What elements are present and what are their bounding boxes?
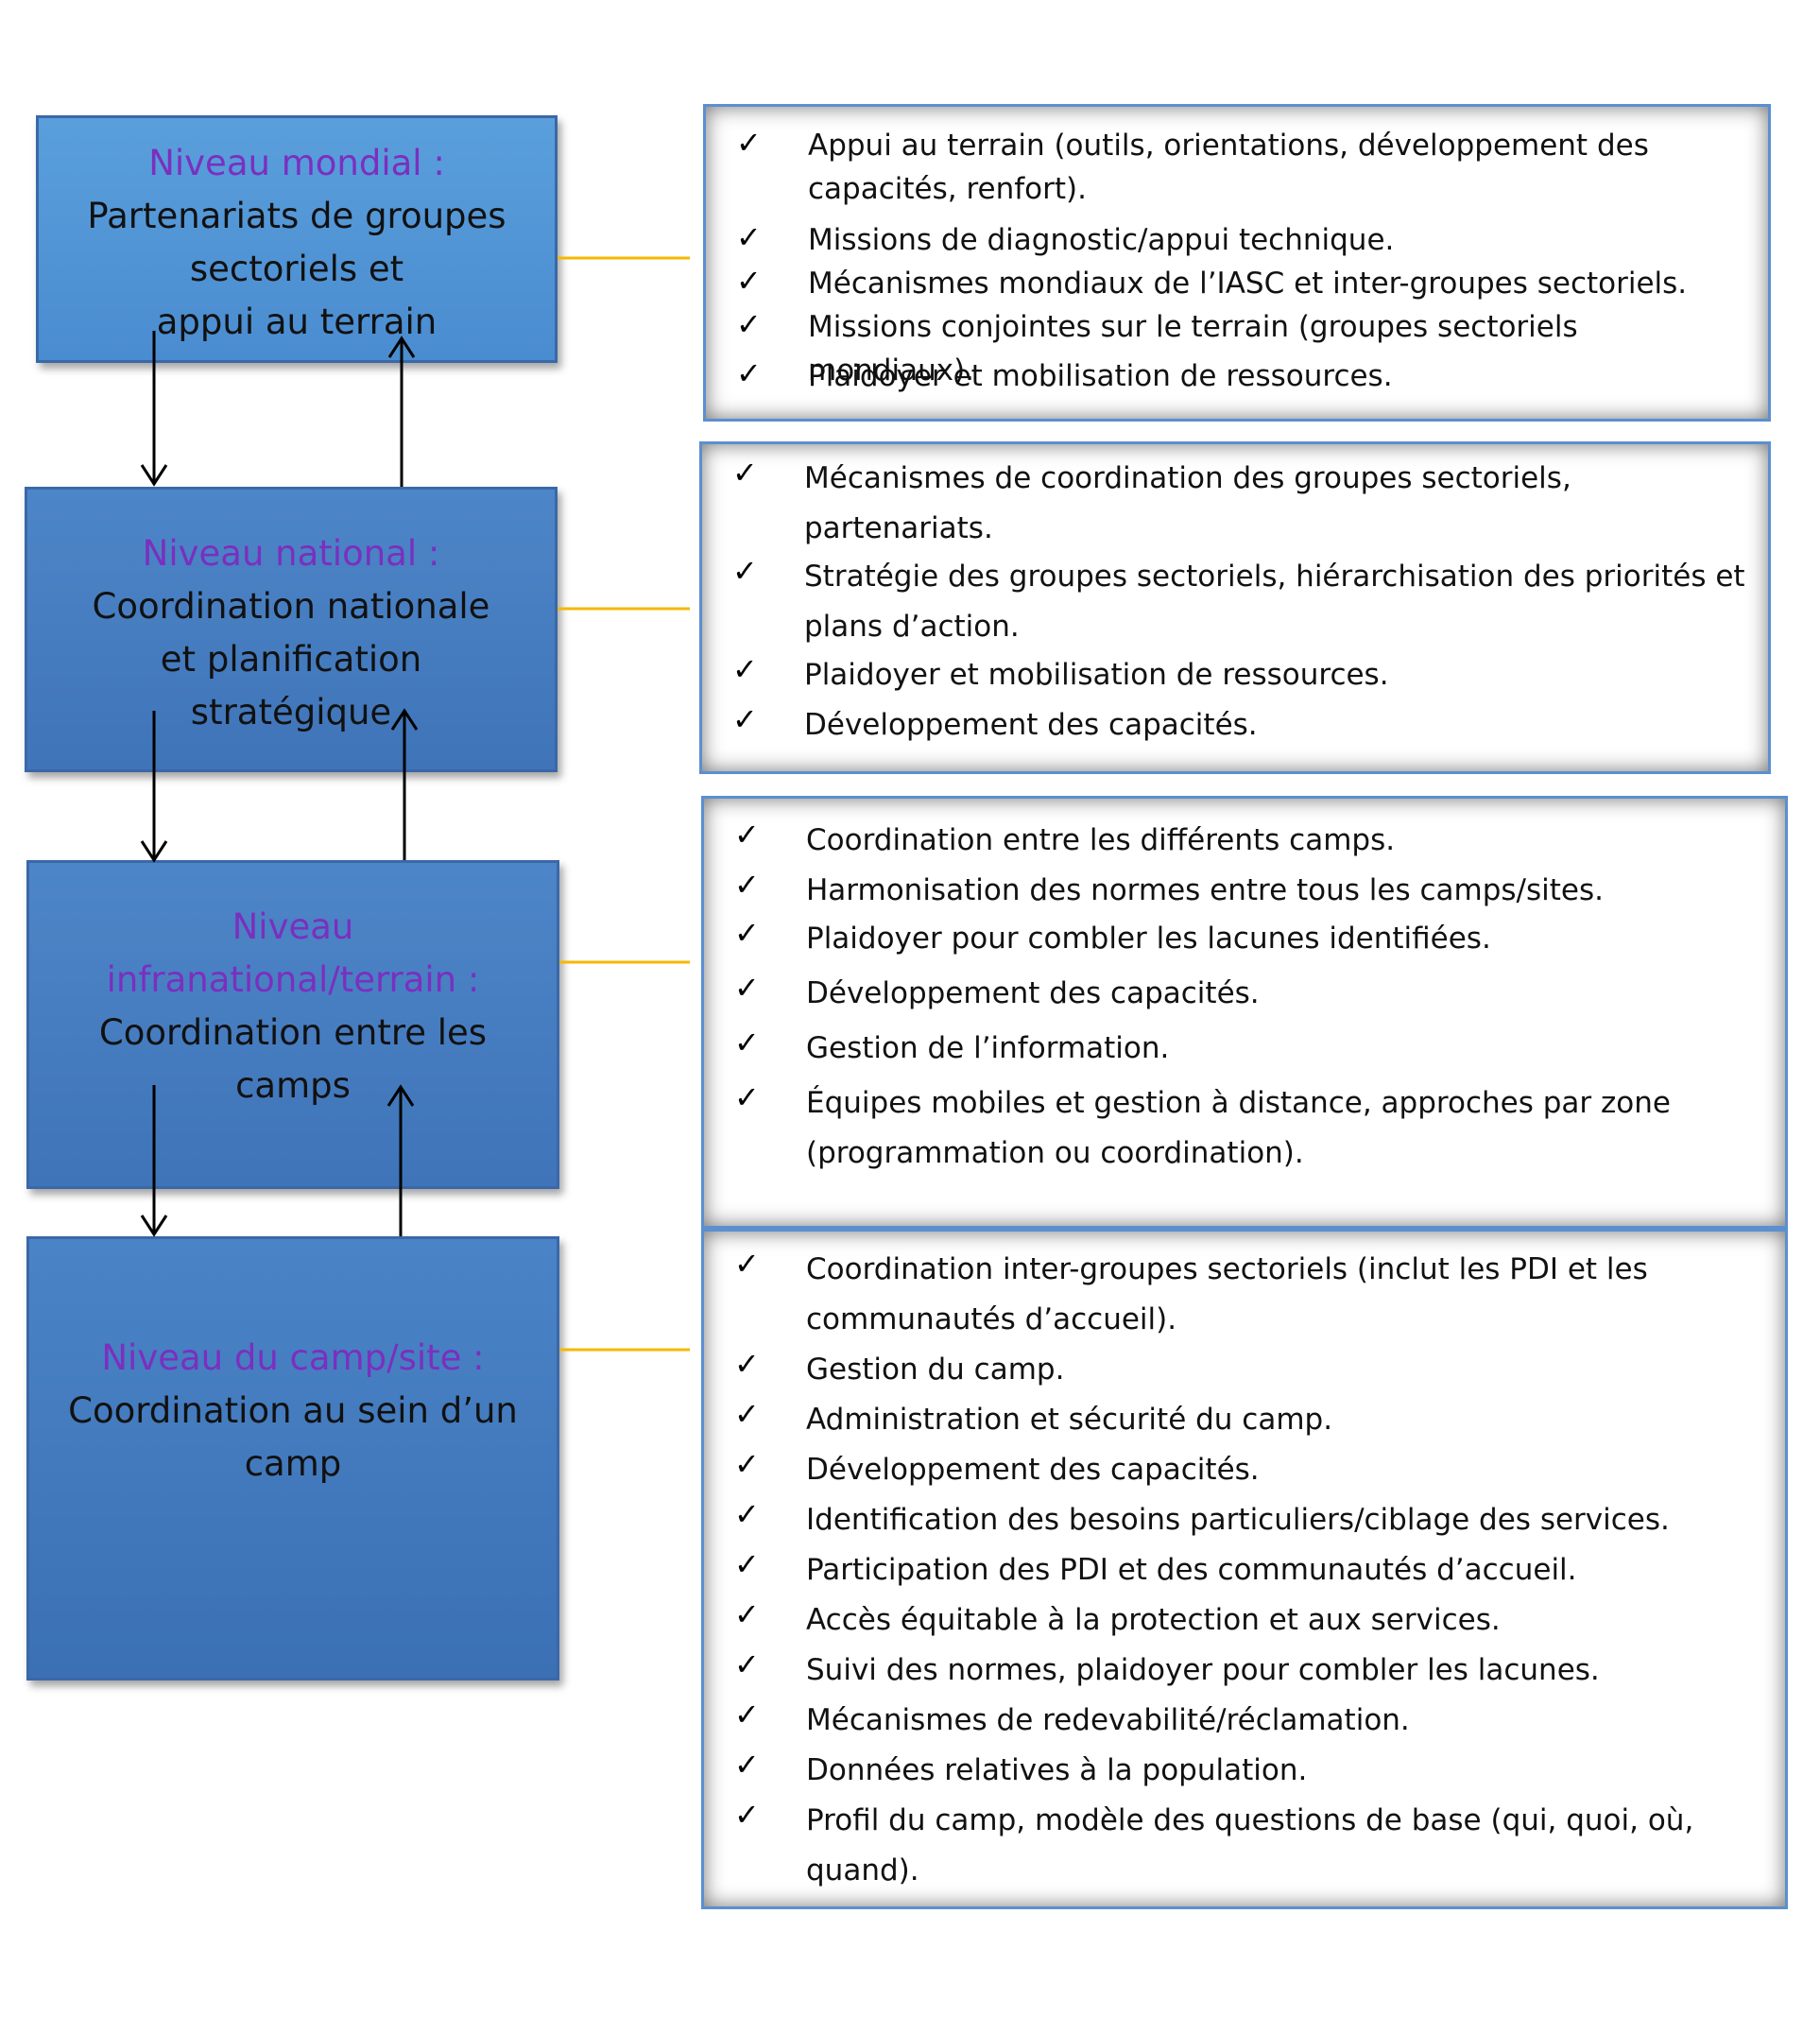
check-icon: ✓	[734, 1697, 760, 1732]
check-icon: ✓	[736, 306, 762, 342]
level-desc-line: sectoriels et	[189, 249, 404, 289]
level-title-line: infranational/terrain :	[106, 959, 480, 1000]
activities-panel-national: ✓ Mécanismes de coordination des groupes…	[699, 441, 1771, 774]
item-line: Administration et sécurité du camp.	[806, 1403, 1333, 1437]
arrow-down-icon	[140, 1085, 168, 1237]
item-line: Plaidoyer et mobilisation de ressources.	[808, 359, 1393, 393]
check-icon: ✓	[734, 1747, 760, 1783]
check-icon: ✓	[734, 915, 760, 951]
level-box-subnational: Niveau infranational/terrain : Coordinat…	[26, 860, 559, 1189]
check-icon: ✓	[734, 1496, 760, 1532]
check-icon: ✓	[732, 651, 758, 687]
arrow-down-icon	[140, 711, 168, 863]
item-line: Missions conjointes sur le terrain (grou…	[808, 310, 1578, 388]
arrow-up-icon	[387, 336, 416, 487]
arrow-up-icon	[386, 1084, 415, 1236]
level-title: Niveau national :	[142, 533, 440, 574]
level-desc-line: Coordination entre les	[98, 1012, 488, 1053]
item-line: Développement des capacités.	[806, 1453, 1260, 1487]
check-icon: ✓	[736, 355, 762, 391]
item-line: Données relatives à la population.	[806, 1753, 1308, 1787]
check-icon: ✓	[736, 219, 762, 255]
check-icon: ✓	[734, 970, 760, 1006]
level-desc-line: Partenariats de groupes	[87, 196, 507, 236]
arrow-down-icon	[140, 331, 168, 487]
item-line: quand).	[806, 1853, 919, 1887]
check-icon: ✓	[734, 867, 760, 903]
item-line: plans d’action.	[804, 610, 1020, 644]
level-desc-line: et planification	[160, 639, 422, 680]
item-line: Gestion du camp.	[806, 1353, 1065, 1387]
level-box-camp: Niveau du camp/site : Coordination au se…	[26, 1236, 559, 1681]
level-title-line: Niveau	[232, 906, 354, 947]
activities-panel-global: ✓ Appui au terrain (outils, orientations…	[703, 104, 1771, 422]
item-line: Accès équitable à la protection et aux s…	[806, 1603, 1501, 1637]
item-line: communautés d’accueil).	[806, 1302, 1177, 1336]
item-line: Plaidoyer pour combler les lacunes ident…	[806, 922, 1491, 956]
item-line: Appui au terrain (outils, orientations, …	[808, 129, 1649, 163]
check-icon: ✓	[732, 553, 758, 589]
check-icon: ✓	[736, 125, 762, 161]
item-line: Mécanismes de coordination des groupes s…	[804, 461, 1571, 495]
level-box-national: Niveau national : Coordination nationale…	[25, 487, 558, 772]
check-icon: ✓	[734, 1246, 760, 1282]
item-line: Gestion de l’information.	[806, 1031, 1170, 1065]
activities-panel-camp: ✓ Coordination inter-groupes sectoriels …	[701, 1229, 1788, 1909]
check-icon: ✓	[734, 1025, 760, 1060]
check-icon: ✓	[734, 1346, 760, 1382]
check-icon: ✓	[732, 701, 758, 737]
level-desc-line: stratégique	[190, 692, 392, 733]
check-icon: ✓	[736, 263, 762, 299]
item-line: Harmonisation des normes entre tous les …	[806, 873, 1604, 907]
item-line: Développement des capacités.	[806, 976, 1260, 1010]
item-line: Participation des PDI et des communautés…	[806, 1553, 1577, 1587]
check-icon: ✓	[734, 1797, 760, 1833]
check-icon: ✓	[734, 1546, 760, 1582]
check-icon: ✓	[734, 1079, 760, 1115]
check-icon: ✓	[734, 1596, 760, 1632]
item-line: capacités, renfort).	[808, 172, 1087, 206]
item-line: Équipes mobiles et gestion à distance, a…	[806, 1086, 1671, 1120]
check-icon: ✓	[734, 1446, 760, 1482]
check-icon: ✓	[734, 817, 760, 853]
check-icon: ✓	[734, 1396, 760, 1432]
item-line: Développement des capacités.	[804, 708, 1258, 742]
level-desc-line: camp	[244, 1443, 342, 1484]
item-line: Coordination inter-groupes sectoriels (i…	[806, 1252, 1648, 1286]
level-box-global: Niveau mondial : Partenariats de groupes…	[36, 115, 558, 363]
activities-panel-subnational: ✓ Coordination entre les différents camp…	[701, 796, 1788, 1229]
level-desc-line: Coordination au sein d’un	[68, 1390, 518, 1431]
item-line: partenariats.	[804, 511, 993, 545]
item-line: Stratégie des groupes sectoriels, hiérar…	[804, 560, 1745, 594]
item-line: Profil du camp, modèle des questions de …	[806, 1803, 1694, 1837]
item-line: Suivi des normes, plaidoyer pour combler…	[806, 1653, 1600, 1687]
check-icon: ✓	[732, 455, 758, 491]
item-line: Missions de diagnostic/appui technique.	[808, 223, 1395, 257]
item-line: Mécanismes de redevabilité/réclamation.	[806, 1703, 1410, 1737]
level-desc-line: camps	[235, 1065, 351, 1106]
item-line: Plaidoyer et mobilisation de ressources.	[804, 658, 1389, 692]
level-desc-line: appui au terrain	[156, 302, 438, 342]
check-icon: ✓	[734, 1646, 760, 1682]
item-line: Identification des besoins particuliers/…	[806, 1503, 1670, 1537]
item-line: (programmation ou coordination).	[806, 1136, 1304, 1170]
item-line: Coordination entre les différents camps.	[806, 823, 1396, 857]
item-line: Mécanismes mondiaux de l’IASC et inter-g…	[808, 267, 1688, 301]
level-title: Niveau du camp/site :	[101, 1337, 485, 1378]
level-desc-line: Coordination nationale	[92, 586, 490, 627]
arrow-up-icon	[390, 708, 419, 860]
level-title: Niveau mondial :	[148, 143, 445, 183]
